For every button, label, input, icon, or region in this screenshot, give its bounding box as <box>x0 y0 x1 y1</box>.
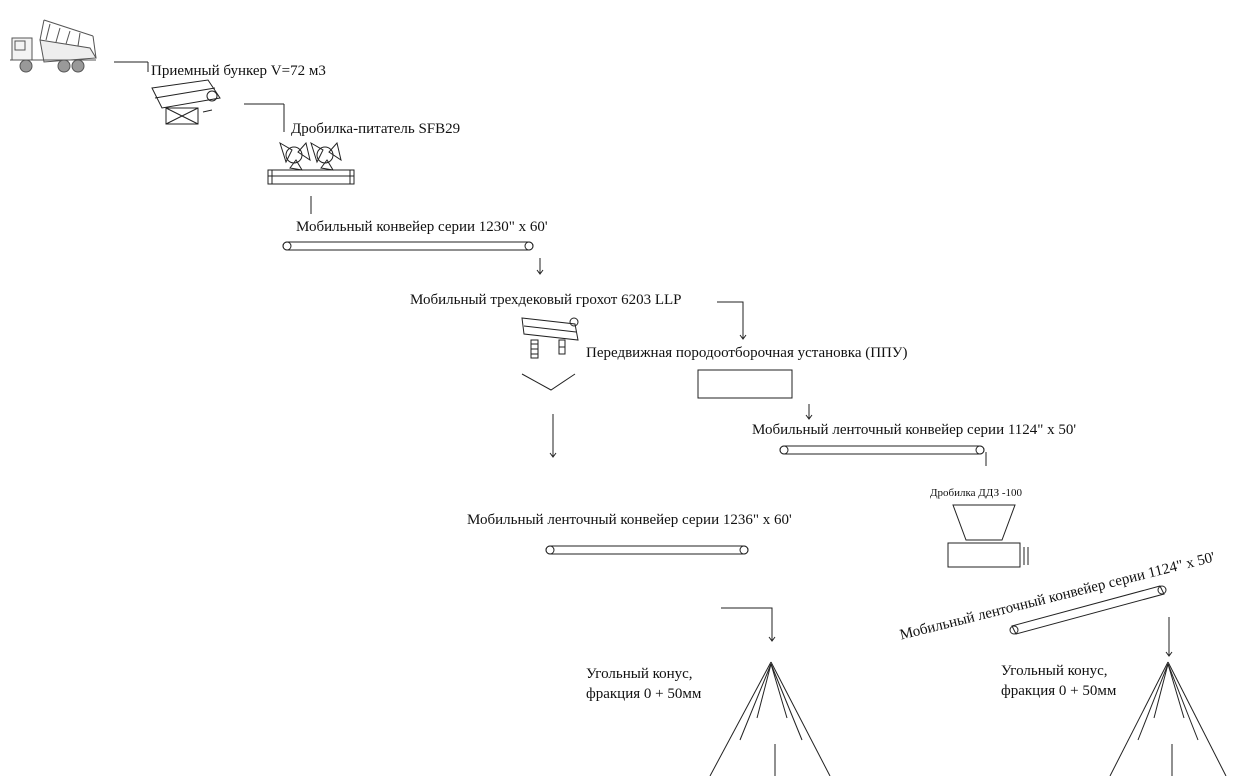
coal-cone-left-label-line1: Угольный конус, <box>586 666 693 682</box>
crusher-feeder-icon <box>267 141 355 185</box>
conveyor-icon <box>545 545 749 555</box>
rock-picking-unit-box <box>697 369 793 399</box>
crusher-ddz-label: Дробилка ДДЗ -100 <box>930 487 1022 499</box>
rock-picking-unit-label: Передвижная породоотборочная установка (… <box>586 345 908 361</box>
cone-pile-icon <box>1109 661 1227 776</box>
arrow-connector <box>549 414 557 458</box>
hopper-icon <box>151 79 221 125</box>
coal-cone-right-label-line2: фракция 0 + 50мм <box>1001 683 1117 699</box>
dump-truck-icon <box>10 19 97 73</box>
screen-icon <box>521 317 579 359</box>
belt-conveyor-1124-a-label: Мобильный ленточный конвейер серии 1124"… <box>752 422 1077 438</box>
belt-conveyor-1236-label: Мобильный ленточный конвейер серии 1236"… <box>467 512 792 528</box>
crusher-icon <box>947 504 1029 568</box>
receiving-hopper-label: Приемный бункер V=72 м3 <box>151 63 326 79</box>
triple-deck-screen-label: Мобильный трехдековый грохот 6203 LLP <box>410 292 682 308</box>
conveyor-icon <box>1009 585 1167 635</box>
crusher-feeder-label: Дробилка-питатель SFB29 <box>291 121 461 137</box>
arrow-connector <box>536 258 544 275</box>
arrow-connector <box>1165 617 1173 657</box>
coal-cone-right-label-line1: Угольный конус, <box>1001 663 1108 679</box>
conveyor-icon <box>282 241 534 251</box>
coal-cone-left-label-line2: фракция 0 + 50мм <box>586 686 702 702</box>
mobile-conveyor-1230-label: Мобильный конвейер серии 1230" х 60' <box>296 219 548 235</box>
conveyor-icon <box>779 445 985 455</box>
cone-pile-icon <box>709 661 831 776</box>
arrow-connector <box>805 404 813 420</box>
